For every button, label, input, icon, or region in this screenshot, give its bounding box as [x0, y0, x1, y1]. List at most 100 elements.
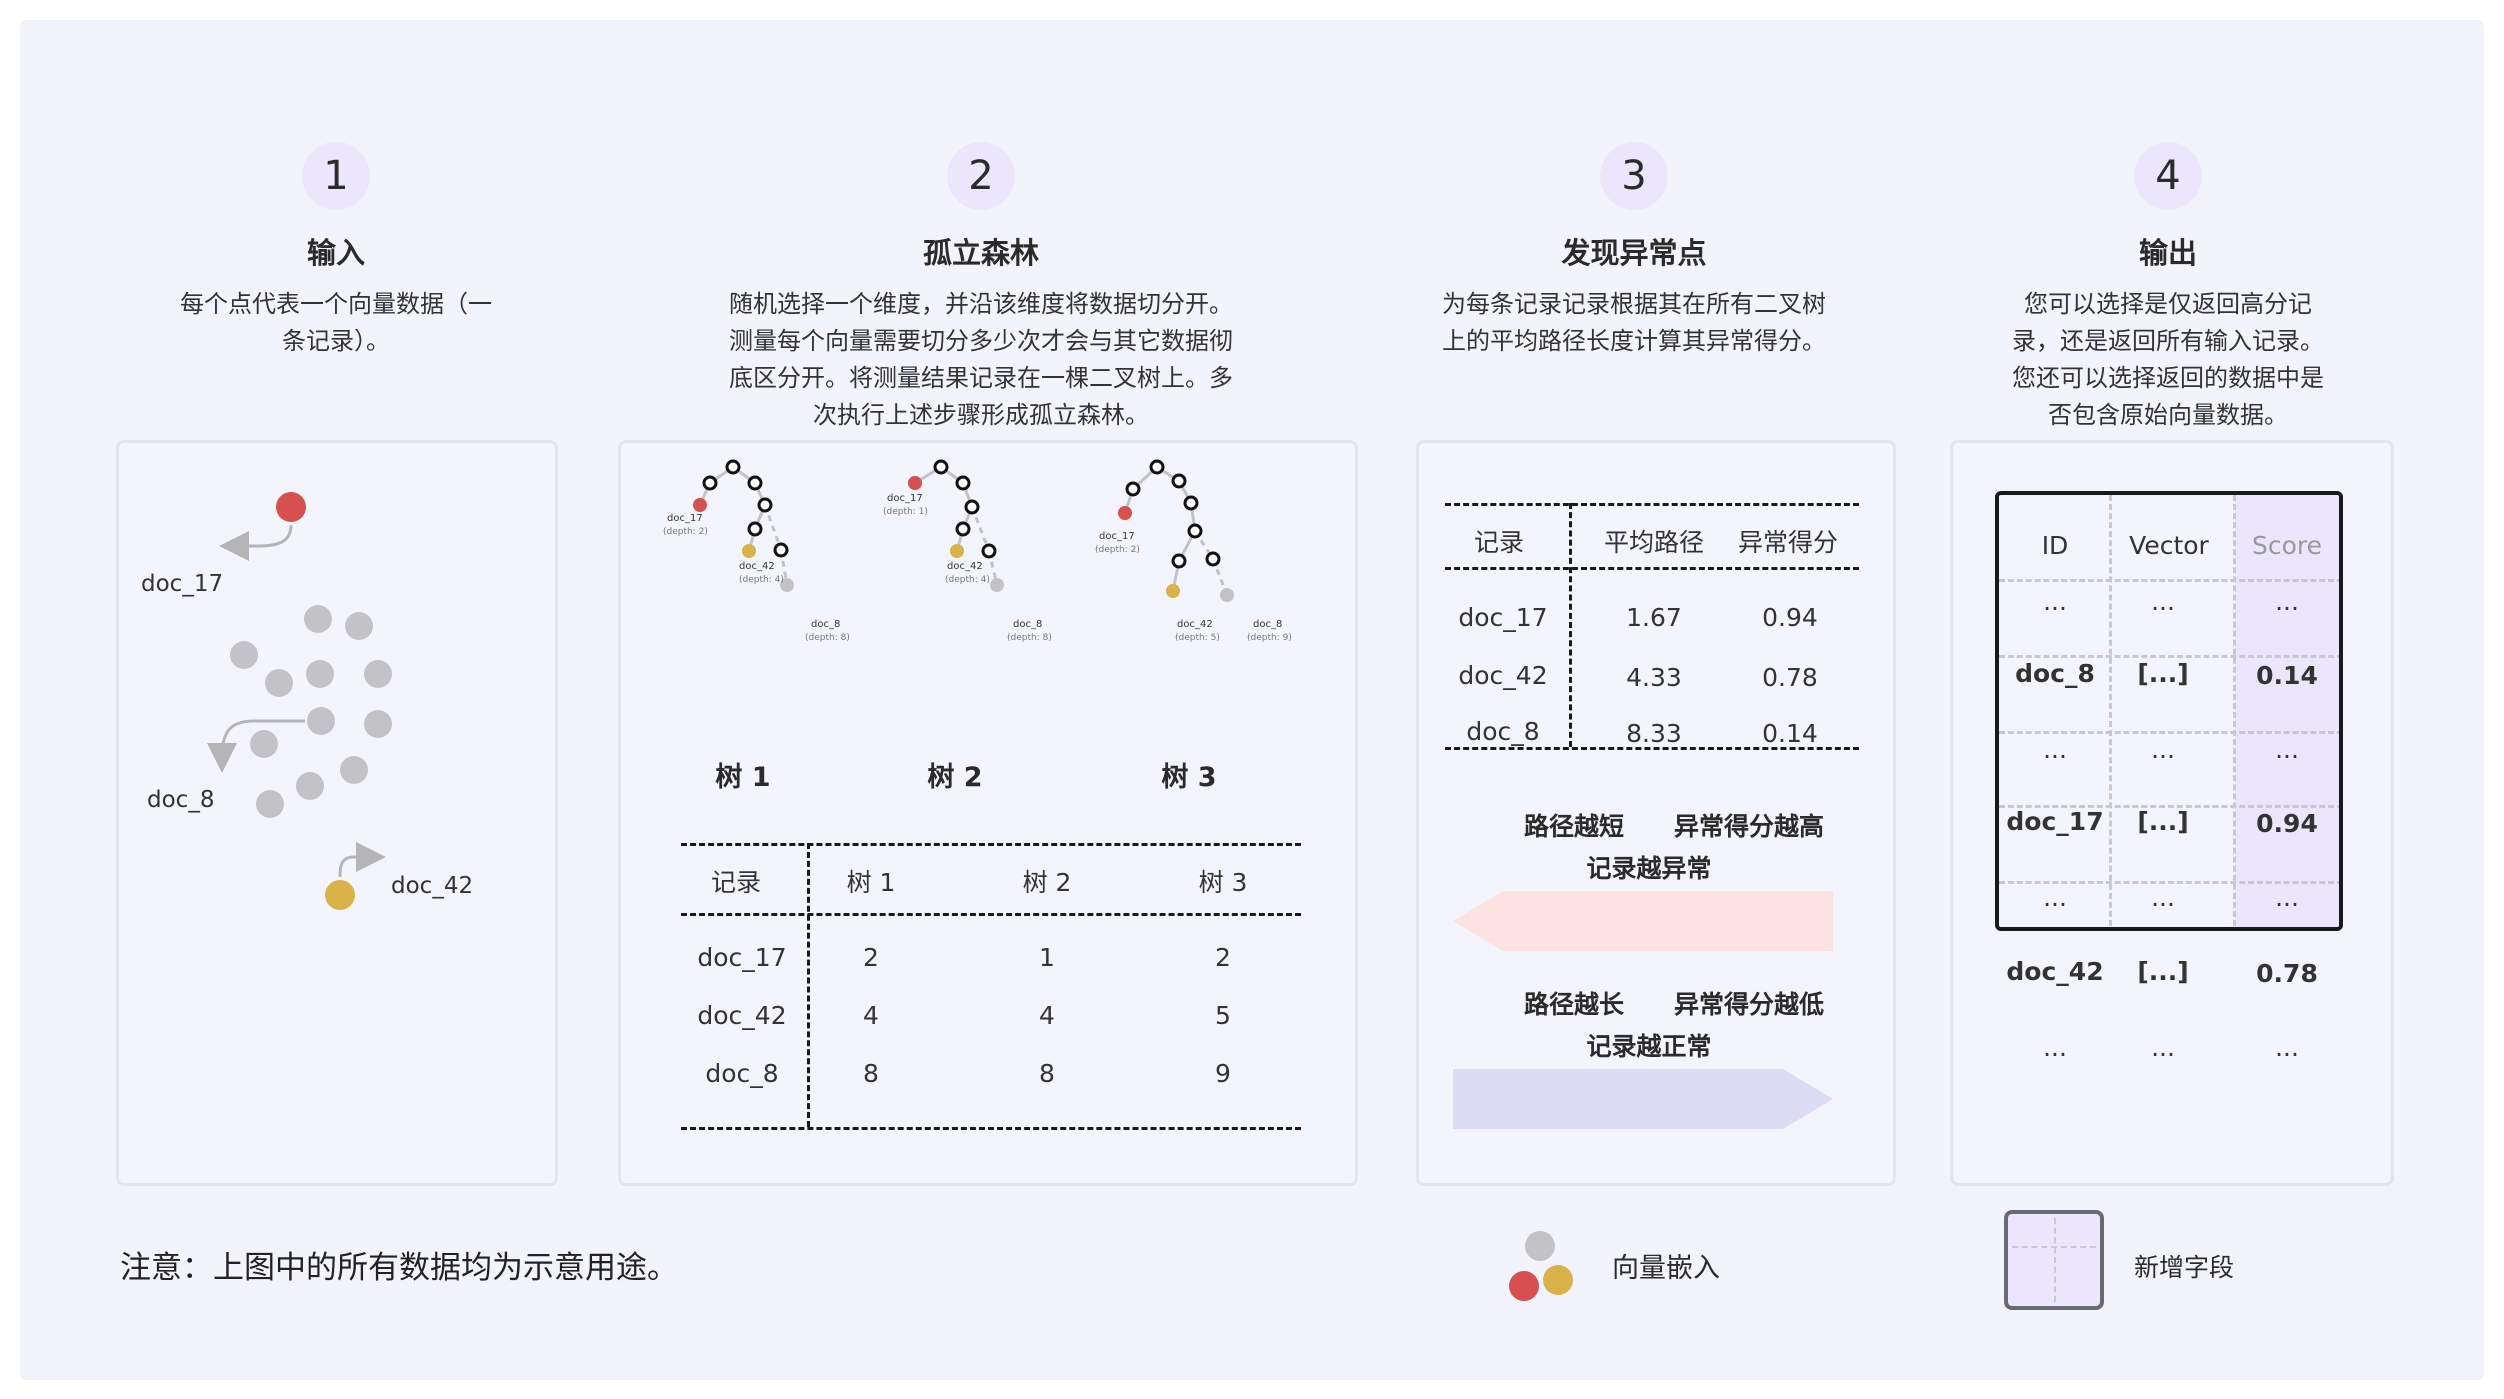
step-1-desc-line: 每个点代表一个向量数据（一: [180, 290, 492, 318]
step-1-number: 1: [302, 142, 370, 210]
output-cell: doc_8: [2015, 659, 2095, 688]
score-row-score: 0.78: [1762, 663, 1818, 692]
score-row-avg: 4.33: [1626, 663, 1682, 692]
output-cell: ...: [2151, 735, 2175, 764]
output-cell: ...: [2043, 1033, 2067, 1062]
tree-2-label: 树 2: [927, 762, 983, 793]
abnormal-caption: 记录越异常: [1586, 854, 1712, 883]
tree-3-doc8: doc_8: [1253, 619, 1283, 630]
doc-8-arrow: [207, 719, 305, 773]
low-score-caption: 异常得分越低: [1673, 990, 1824, 1019]
doc-17-arrow: [219, 524, 293, 561]
output-cell: doc_17: [2006, 807, 2104, 836]
short-path-caption: 路径越短: [1523, 812, 1624, 841]
doc-42-point: [325, 880, 355, 910]
output-cell: ...: [2151, 1033, 2175, 1062]
vector-point: [296, 772, 324, 800]
output-cell: 0.78: [2256, 959, 2318, 988]
step-3-desc-line: 上的平均路径长度计算其异常得分。: [1442, 327, 1826, 355]
vector-point: [340, 756, 368, 784]
legend-icon-divider: [2012, 1246, 2096, 1248]
score-header-record: 记录: [1473, 528, 1524, 557]
doc-42-arrow: [338, 842, 386, 878]
vector-point: [345, 612, 373, 640]
output-cell: ...: [2275, 883, 2299, 912]
step-4-desc: 您可以选择是仅返回高分记 录，还是返回所有输入记录。 您还可以选择返回的数据中是…: [1978, 286, 2358, 434]
output-col-divider: [2109, 495, 2112, 927]
step-4-desc-line: 录，还是返回所有输入记录。: [2012, 327, 2324, 355]
normal-arrow-icon: [1453, 1069, 1833, 1129]
output-row-divider: [1999, 805, 2339, 808]
tree-1-doc8-depth: (depth: 8): [805, 633, 850, 643]
tree-3-doc42-depth: (depth: 5): [1175, 633, 1220, 643]
vector-point: [364, 660, 392, 688]
depth-table-top-rule: [681, 843, 1301, 846]
step-2-desc-line: 次执行上述步骤形成孤立森林。: [813, 401, 1149, 429]
tree-3-doc8-depth: (depth: 9): [1247, 633, 1292, 643]
vector-point: [306, 660, 334, 688]
output-cell: ...: [2151, 883, 2175, 912]
output-cell: 0.14: [2256, 661, 2318, 690]
output-header-vector: Vector: [2129, 531, 2209, 560]
vector-point: [364, 710, 392, 738]
doc-42-label: doc_42: [391, 873, 474, 899]
step-2-title: 孤立森林: [922, 236, 1039, 270]
step-1-title: 输入: [306, 236, 365, 270]
score-row-record: doc_8: [1466, 717, 1540, 746]
step-2-desc-line: 底区分开。将测量结果记录在一棵二叉树上。多: [729, 364, 1233, 392]
depth-header-tree1: 树 1: [846, 868, 896, 897]
doc-8-point: [307, 707, 335, 735]
step-4-desc-line: 您可以选择是仅返回高分记: [2024, 290, 2312, 318]
score-row-avg: 8.33: [1626, 719, 1682, 748]
score-table-header-rule: [1445, 567, 1859, 570]
footer-note: 注意：上图中的所有数据均为示意用途。: [120, 1250, 678, 1286]
output-row-divider: [1999, 881, 2339, 884]
step-4-desc-line: 否包含原始向量数据。: [2048, 401, 2288, 429]
high-score-caption: 异常得分越高: [1673, 812, 1824, 841]
step-2-desc-line: 随机选择一个维度，并沿该维度将数据切分开。: [729, 290, 1233, 318]
output-cell: ...: [2275, 735, 2299, 764]
tree-2-doc8-depth: (depth: 8): [1007, 633, 1052, 643]
depth-table-bottom-rule: [681, 1127, 1301, 1130]
output-table: [1995, 491, 2343, 931]
output-cell: ...: [2043, 735, 2067, 764]
normal-caption: 记录越正常: [1586, 1032, 1712, 1061]
output-header-id: ID: [2041, 531, 2069, 560]
score-row-score: 0.14: [1762, 719, 1818, 748]
depth-row-cell: 4: [1039, 1001, 1055, 1030]
output-cell: [...]: [2137, 659, 2189, 688]
depth-row-cell: 2: [1215, 943, 1231, 972]
step-4-title: 输出: [2138, 236, 2197, 270]
depth-row-cell: 8: [1039, 1059, 1055, 1088]
step-3-title: 发现异常点: [1561, 236, 1707, 270]
tree-3-label: 树 3: [1161, 762, 1217, 793]
score-table-bottom-rule: [1445, 747, 1859, 750]
tree-3-doc17: doc_17: [1099, 531, 1135, 542]
vector-embedding-legend-icon: [1509, 1231, 1573, 1301]
output-cell: ...: [2275, 587, 2299, 616]
step-2-desc-line: 测量每个向量需要切分多少次才会与其它数据彻: [729, 327, 1233, 355]
step-3-number: 3: [1600, 142, 1668, 210]
doc-17-point: [276, 492, 306, 522]
output-col-divider: [2233, 495, 2236, 927]
depth-row-cell: 4: [863, 1001, 879, 1030]
vector-point: [256, 790, 284, 818]
vector-point: [304, 605, 332, 633]
diagram-canvas: 1 输入 每个点代表一个向量数据（一 条记录）。 2 孤立森林 随机选择一个维度…: [20, 20, 2484, 1380]
score-header-score: 异常得分: [1737, 528, 1838, 557]
input-scatter: [207, 492, 392, 910]
step-4-desc-line: 您还可以选择返回的数据中是: [2012, 364, 2324, 392]
depth-row-cell: 8: [863, 1059, 879, 1088]
tree-2-doc17-depth: (depth: 1): [883, 507, 928, 517]
tree-2-doc42: doc_42: [947, 561, 983, 572]
tree-2-doc42-depth: (depth: 4): [945, 575, 990, 585]
new-field-legend-icon: [2004, 1210, 2104, 1310]
vector-point: [265, 669, 293, 697]
tree-1-doc17: doc_17: [667, 513, 703, 524]
vector-point: [250, 730, 278, 758]
output-header-score: Score: [2251, 531, 2323, 560]
depth-table-divider: [807, 843, 810, 1127]
depth-table-header-rule: [681, 913, 1301, 916]
doc-17-label: doc_17: [141, 571, 224, 597]
output-row-divider: [1999, 579, 2339, 582]
